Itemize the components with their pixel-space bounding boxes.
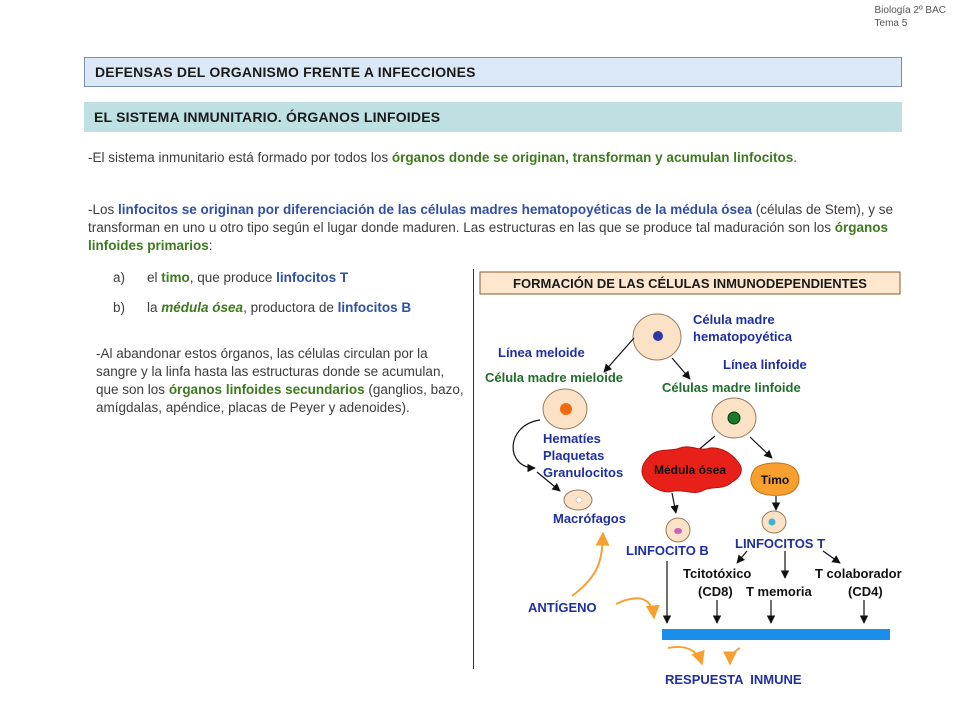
myeloid-stem-label: Célula madre mieloide xyxy=(485,370,623,385)
product-plaquetas: Plaquetas xyxy=(543,448,604,463)
stem-cell-nucleus xyxy=(653,331,663,341)
t-cytotoxic-label: Tcitotóxico xyxy=(683,566,751,581)
arrow-to-thymus xyxy=(750,437,772,458)
response-arrow-1 xyxy=(668,647,702,664)
diagram-title: FORMACIÓN DE LAS CÉLULAS INMUNODEPENDIEN… xyxy=(513,276,867,291)
meloid-line-label: Línea meloide xyxy=(498,345,585,360)
response-arrow-2 xyxy=(730,648,740,664)
response-bar xyxy=(662,629,890,640)
arrow-lymphoid xyxy=(672,358,690,379)
macrophage-nucleus xyxy=(576,497,582,503)
arrow-meloid xyxy=(604,338,634,372)
bone-marrow-label: Médula ósea xyxy=(654,463,726,477)
antigen-arrow-up xyxy=(572,533,603,596)
t-nucleus xyxy=(769,519,776,526)
lymphoid-line-label: Línea linfoide xyxy=(723,357,807,372)
cd8-label: (CD8) xyxy=(698,584,733,599)
b-lymphocyte-label: LINFOCITO B xyxy=(626,543,709,558)
arrow-to-thelper xyxy=(823,551,840,563)
stem-label-2: hematopoyética xyxy=(693,329,793,344)
product-granulocitos: Granulocitos xyxy=(543,465,623,480)
lymphoid-stem-label: Células madre linfoide xyxy=(662,380,801,395)
immune-response-label: RESPUESTA INMUNE xyxy=(665,672,802,687)
thymus-label: Timo xyxy=(761,473,789,487)
myeloid-nucleus xyxy=(560,403,572,415)
cd4-label: (CD4) xyxy=(848,584,883,599)
arrow-to-tcytotoxic xyxy=(737,551,747,563)
antigen-arrow-right xyxy=(616,598,654,618)
product-hematies: Hematíes xyxy=(543,431,601,446)
t-memory-label: T memoria xyxy=(746,584,813,599)
lymphoid-nucleus xyxy=(728,412,740,424)
macrophages-label: Macrófagos xyxy=(553,511,626,526)
t-lymphocytes-label: LINFOCITOS T xyxy=(735,536,825,551)
arrow-to-b-cell xyxy=(672,493,676,513)
stem-label-1: Célula madre xyxy=(693,312,775,327)
t-helper-label: T colaborador xyxy=(815,566,902,581)
arrow-to-products xyxy=(513,420,540,468)
b-nucleus xyxy=(674,528,682,534)
antigen-label: ANTÍGENO xyxy=(528,600,597,615)
